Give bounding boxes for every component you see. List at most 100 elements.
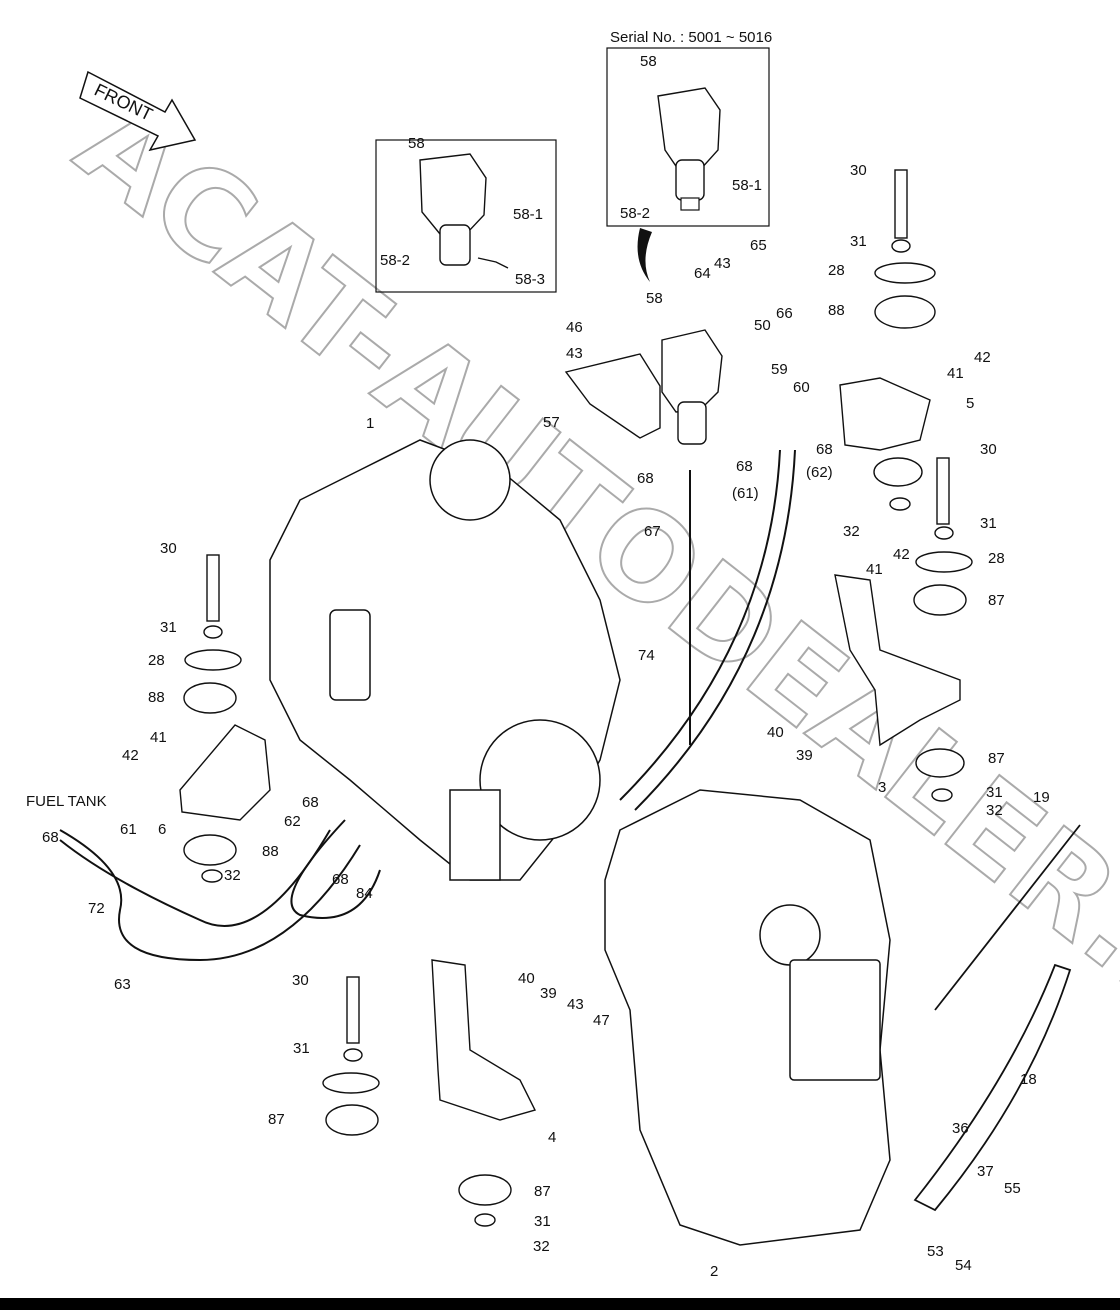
- callout-43-b: 43: [566, 345, 583, 362]
- callout-53: 53: [927, 1243, 944, 1260]
- callout-4: 4: [548, 1129, 556, 1146]
- callout-88-b: 88: [148, 689, 165, 706]
- callout-67: 67: [644, 523, 661, 540]
- dipstick: [913, 824, 1081, 1212]
- callout-87-c: 87: [988, 592, 1005, 609]
- inset-right-filter: [657, 87, 721, 211]
- callout-31-e: 31: [293, 1040, 310, 1057]
- callout-1: 1: [366, 415, 374, 432]
- callout-42-c: 42: [893, 546, 910, 563]
- callout-28-c: 28: [988, 550, 1005, 567]
- fuel-lines: [59, 449, 796, 962]
- callout-68-d: 68: [302, 794, 319, 811]
- engine-assembly: [269, 439, 621, 881]
- inset-left-label-58-2: 58-2: [380, 252, 410, 269]
- inset-left-filter: [419, 153, 509, 269]
- callout-84: 84: [356, 885, 373, 902]
- callout-6: 6: [158, 821, 166, 838]
- callout-18: 18: [1020, 1071, 1037, 1088]
- inset-right-label-58-2: 58-2: [620, 205, 650, 222]
- callout-5: 5: [966, 395, 974, 412]
- callout-64: 64: [694, 265, 711, 282]
- callout-43-a: 43: [567, 996, 584, 1013]
- callout-30-e: 30: [292, 972, 309, 989]
- pointer-curve: [637, 228, 652, 282]
- callout-41-c: 41: [866, 561, 883, 578]
- callout-59: 59: [771, 361, 788, 378]
- callout-54: 54: [955, 1257, 972, 1274]
- callout-87-d: 87: [988, 750, 1005, 767]
- transmission-assembly: [604, 789, 891, 1246]
- callout-39-a: 39: [540, 985, 557, 1002]
- callout-3: 3: [878, 779, 886, 796]
- callout-50: 50: [754, 317, 771, 334]
- callout-30-c: 30: [980, 441, 997, 458]
- callout-31-a: 31: [850, 233, 867, 250]
- callout-41-b: 41: [150, 729, 167, 746]
- callout-28-a: 28: [828, 262, 845, 279]
- callout-46: 46: [566, 319, 583, 336]
- fuel-tank-label: FUEL TANK: [26, 793, 107, 810]
- callout-68-a: 68: [816, 441, 833, 458]
- inset-left-label-58-3: 58-3: [515, 271, 545, 288]
- callout-74: 74: [638, 647, 655, 664]
- callout-31-f: 31: [534, 1213, 551, 1230]
- inset-right-label-58: 58: [640, 53, 657, 70]
- callout-31-b: 31: [160, 619, 177, 636]
- callout-37: 37: [977, 1163, 994, 1180]
- callout-55: 55: [1004, 1180, 1021, 1197]
- callout-42-b: 42: [122, 747, 139, 764]
- callout-32-c: 32: [986, 802, 1003, 819]
- callout-62: 62: [284, 813, 301, 830]
- callout-88-d: 88: [262, 843, 279, 860]
- callout-87-e: 87: [268, 1111, 285, 1128]
- callout-40-b: 40: [767, 724, 784, 741]
- callout-61-paren: (61): [732, 485, 759, 502]
- callout-32-e: 32: [533, 1238, 550, 1255]
- callout-labels: 1 2 3 4 5 6 19 18 30 31 28 88 41 42 32 3…: [42, 162, 1050, 1280]
- callout-42-a: 42: [974, 349, 991, 366]
- callout-2: 2: [710, 1263, 718, 1280]
- callout-72: 72: [88, 900, 105, 917]
- callout-39-b: 39: [796, 747, 813, 764]
- callout-36: 36: [952, 1120, 969, 1137]
- callout-31-d: 31: [986, 784, 1003, 801]
- callout-47: 47: [593, 1012, 610, 1029]
- callout-30-a: 30: [850, 162, 867, 179]
- callout-28-b: 28: [148, 652, 165, 669]
- callout-57: 57: [543, 414, 560, 431]
- callout-66: 66: [776, 305, 793, 322]
- callout-68-f: 68: [42, 829, 59, 846]
- inset-box-right: [606, 47, 770, 227]
- callout-62-paren: (62): [806, 464, 833, 481]
- callout-58: 58: [646, 290, 663, 307]
- fuel-filter-main: [564, 329, 723, 445]
- front-arrow-icon: [79, 70, 197, 152]
- callout-88-a: 88: [828, 302, 845, 319]
- callout-68-c: 68: [637, 470, 654, 487]
- mount-stacks: [179, 169, 973, 1227]
- callout-68-e: 68: [332, 871, 349, 888]
- callout-32-a: 32: [843, 523, 860, 540]
- callout-87-f: 87: [534, 1183, 551, 1200]
- callout-40-a: 40: [518, 970, 535, 987]
- callout-31-c: 31: [980, 515, 997, 532]
- inset-left-label-58: 58: [408, 135, 425, 152]
- callout-65: 65: [750, 237, 767, 254]
- callout-60: 60: [793, 379, 810, 396]
- callout-63: 63: [114, 976, 131, 993]
- inset-box-left: [375, 139, 557, 293]
- callout-43-c: 43: [714, 255, 731, 272]
- callout-41-a: 41: [947, 365, 964, 382]
- inset-right-label-58-1: 58-1: [732, 177, 762, 194]
- callout-68-b: 68: [736, 458, 753, 475]
- inset-left-label-58-1: 58-1: [513, 206, 543, 223]
- callout-32-f: 32: [224, 867, 241, 884]
- callout-61: 61: [120, 821, 137, 838]
- callout-19: 19: [1033, 789, 1050, 806]
- callout-30-b: 30: [160, 540, 177, 557]
- bottom-bar: [0, 1298, 1120, 1310]
- serial-note: Serial No. : 5001 ~ 5016: [610, 29, 772, 46]
